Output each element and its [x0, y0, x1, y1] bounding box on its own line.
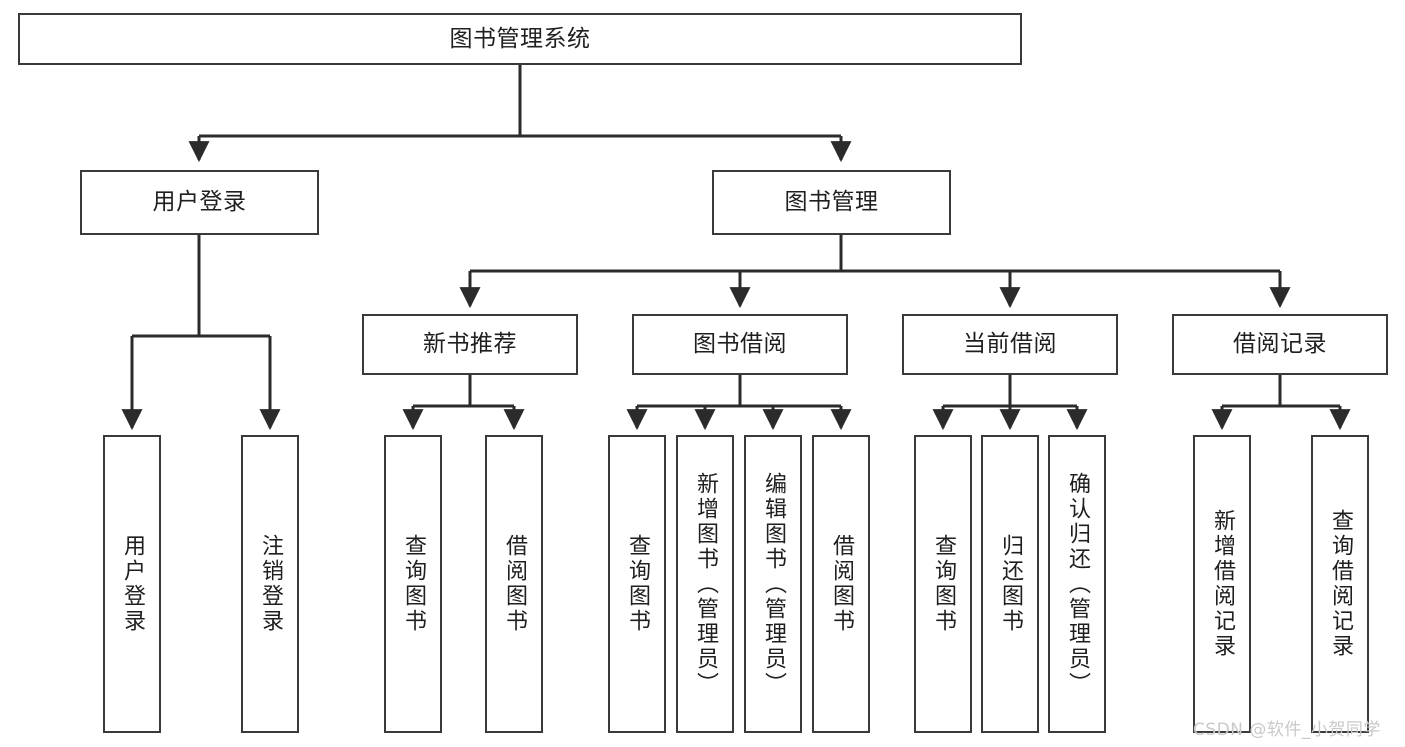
leaf-user-login-logout[interactable]: 注销登录 [241, 435, 299, 733]
node-new-book-recommend-label: 新书推荐 [423, 331, 517, 358]
leaf-new-book-borrow[interactable]: 借阅图书 [485, 435, 543, 733]
leaf-book-borrow-add-label: 新增图书（管理员） [693, 471, 718, 697]
leaf-book-borrow-edit[interactable]: 编辑图书（管理员） [744, 435, 802, 733]
node-user-login-label: 用户登录 [152, 189, 247, 216]
leaf-current-borrow-query-label: 查询图书 [931, 534, 956, 634]
node-current-borrow[interactable]: 当前借阅 [902, 314, 1118, 375]
leaf-current-borrow-return-label: 归还图书 [998, 534, 1023, 634]
leaf-user-login-login-label: 用户登录 [120, 534, 145, 634]
node-borrow-record[interactable]: 借阅记录 [1172, 314, 1388, 375]
leaf-borrow-record-add-label: 新增借阅记录 [1210, 509, 1235, 659]
node-book-borrow[interactable]: 图书借阅 [632, 314, 848, 375]
leaf-user-login-logout-label: 注销登录 [258, 534, 283, 634]
leaf-book-borrow-add[interactable]: 新增图书（管理员） [676, 435, 734, 733]
node-borrow-record-label: 借阅记录 [1233, 331, 1327, 358]
leaf-book-borrow-query[interactable]: 查询图书 [608, 435, 666, 733]
leaf-new-book-query[interactable]: 查询图书 [384, 435, 442, 733]
leaf-borrow-record-query[interactable]: 查询借阅记录 [1311, 435, 1369, 733]
leaf-book-borrow-query-label: 查询图书 [625, 534, 650, 634]
node-book-management-label: 图书管理 [784, 189, 879, 216]
node-user-login[interactable]: 用户登录 [80, 170, 319, 235]
node-new-book-recommend[interactable]: 新书推荐 [362, 314, 578, 375]
leaf-current-borrow-return[interactable]: 归还图书 [981, 435, 1039, 733]
leaf-borrow-record-query-label: 查询借阅记录 [1328, 509, 1353, 659]
leaf-book-borrow-borrow-label: 借阅图书 [829, 534, 854, 634]
leaf-new-book-query-label: 查询图书 [401, 534, 426, 634]
node-root-system-label: 图书管理系统 [449, 25, 591, 52]
leaf-new-book-borrow-label: 借阅图书 [502, 534, 527, 634]
leaf-book-borrow-borrow[interactable]: 借阅图书 [812, 435, 870, 733]
leaf-current-borrow-confirm-return-label: 确认归还（管理员） [1065, 471, 1090, 697]
csdn-watermark: CSDN @软件_小贺同学 [1193, 720, 1381, 740]
node-current-borrow-label: 当前借阅 [963, 331, 1057, 358]
node-book-borrow-label: 图书借阅 [693, 331, 787, 358]
leaf-user-login-login[interactable]: 用户登录 [103, 435, 161, 733]
leaf-current-borrow-confirm-return[interactable]: 确认归还（管理员） [1048, 435, 1106, 733]
leaf-borrow-record-add[interactable]: 新增借阅记录 [1193, 435, 1251, 733]
leaf-book-borrow-edit-label: 编辑图书（管理员） [761, 471, 786, 697]
leaf-current-borrow-query[interactable]: 查询图书 [914, 435, 972, 733]
node-root-system[interactable]: 图书管理系统 [18, 13, 1022, 65]
node-book-management[interactable]: 图书管理 [712, 170, 951, 235]
